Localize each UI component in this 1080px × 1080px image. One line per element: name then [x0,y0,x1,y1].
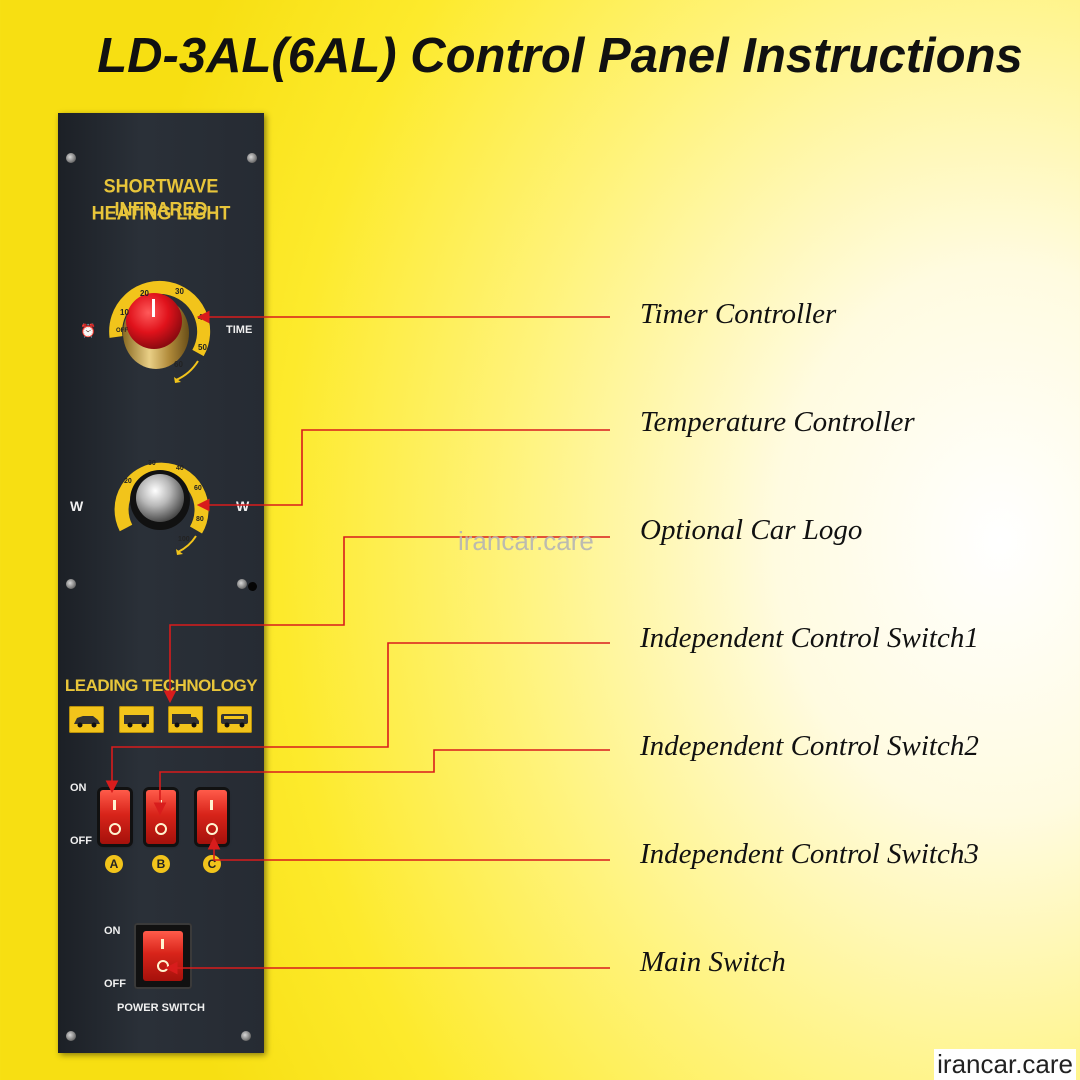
leader-switch3 [207,836,610,861]
temp-tick-40: 40 [176,465,184,472]
brand-line-1: SHORTWAVE INFRARED [103,175,219,220]
timer-tick-10: 10 [120,308,129,317]
callout-temperature: Temperature Controller [640,406,915,438]
temp-tick-100: 100 [178,536,190,543]
switch-off-label: OFF [70,835,92,847]
truck-icon [172,714,199,728]
screw [66,1031,76,1041]
off-mark-icon [206,823,218,835]
timer-tick-50: 50 [198,343,207,352]
main-off-label: OFF [104,978,126,990]
temp-tick-30: 30 [148,460,156,467]
leader-switch2 [153,749,610,816]
on-mark-icon [161,939,164,949]
screw [241,1031,251,1041]
on-mark-icon [113,800,116,810]
page-title: LD-3AL(6AL) Control Panel Instructions [97,29,1023,83]
temp-right-label: W [236,498,250,514]
car-logo-bus [217,706,252,733]
switch-a[interactable] [100,790,130,844]
temp-tick-80: 80 [196,516,204,523]
leader-temperature [196,429,610,512]
callout-switch2: Independent Control Switch2 [640,730,979,762]
timer-label: TIME [226,324,253,336]
timer-dial [109,280,211,383]
car-logo-truck [168,706,203,733]
callout-switch1: Independent Control Switch1 [640,622,979,654]
switch-b[interactable] [146,790,176,844]
timer-tick-60: 60 [174,360,183,369]
callout-logo: Optional Car Logo [640,514,863,546]
car-icon [74,716,100,728]
screw [247,153,257,163]
alarm-clock-icon: ⏰ [80,323,97,338]
timer-tick-20: 20 [140,289,149,298]
switch-on-label: ON [70,782,87,794]
watermark-corner: irancar.care [934,1049,1076,1080]
car-logo-van [119,706,154,733]
screw [66,153,76,163]
temp-tick-20: 20 [124,478,132,485]
temp-tick-60: 60 [194,485,202,492]
screw [237,579,247,589]
brand-line-2: HEATING LIGHT [91,202,231,224]
callout-timer: Timer Controller [640,298,837,330]
leader-logo [163,536,610,704]
power-switch-label: POWER SWITCH [117,1002,205,1014]
callout-main: Main Switch [640,946,786,978]
timer-tick-off: OFF [116,328,128,334]
temp-left-label: W [70,498,84,514]
bus-icon [221,714,248,728]
watermark-center: irancar.care [458,526,594,556]
screw [66,579,76,589]
car-logo-sedan [69,706,104,733]
switch-a-letter: A [105,855,123,873]
timer-tick-30: 30 [175,287,184,296]
switch-b-letter: B [152,855,170,873]
callout-switch3: Independent Control Switch3 [640,838,979,870]
off-mark-icon [109,823,121,835]
control-panel: SHORTWAVE INFRARED HEATING LIGHT 10 20 3… [58,113,264,1053]
on-mark-icon [210,800,213,810]
off-mark-icon [155,823,167,835]
slogan: LEADING TECHNOLOGY [64,676,258,695]
main-on-label: ON [104,925,121,937]
van-icon [124,715,149,728]
leader-switch1 [105,642,610,794]
panel-hole [248,582,257,591]
switch-c[interactable] [197,790,227,844]
